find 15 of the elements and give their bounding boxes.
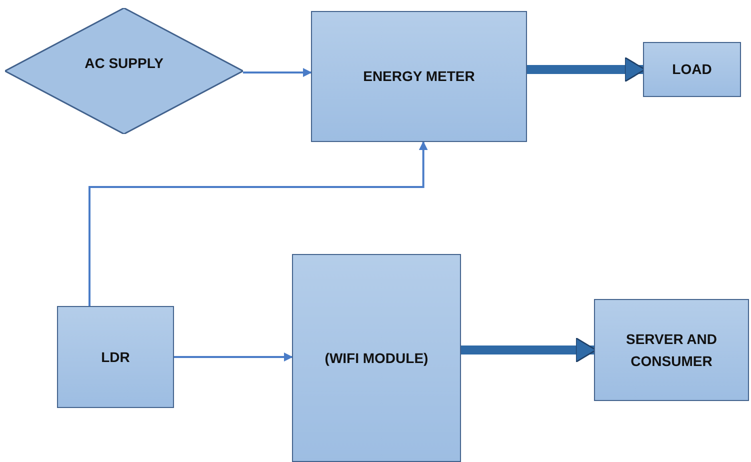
node-label: (WIFI MODULE)	[324, 348, 430, 368]
source-diamond	[5, 8, 243, 134]
node-label: SERVER AND CONSUMER	[624, 330, 718, 371]
process-box	[292, 254, 461, 462]
node-label: LDR	[100, 348, 131, 367]
node-label: AC SUPPLY	[84, 54, 164, 73]
process-box	[643, 42, 741, 97]
process-box	[594, 299, 749, 401]
arrow	[88, 141, 428, 306]
process-box	[57, 306, 174, 408]
arrow	[243, 68, 312, 77]
node-label: LOAD	[671, 60, 713, 80]
arrow	[174, 352, 293, 362]
process-box	[311, 11, 527, 142]
node-label: ENERGY METER	[362, 67, 476, 86]
